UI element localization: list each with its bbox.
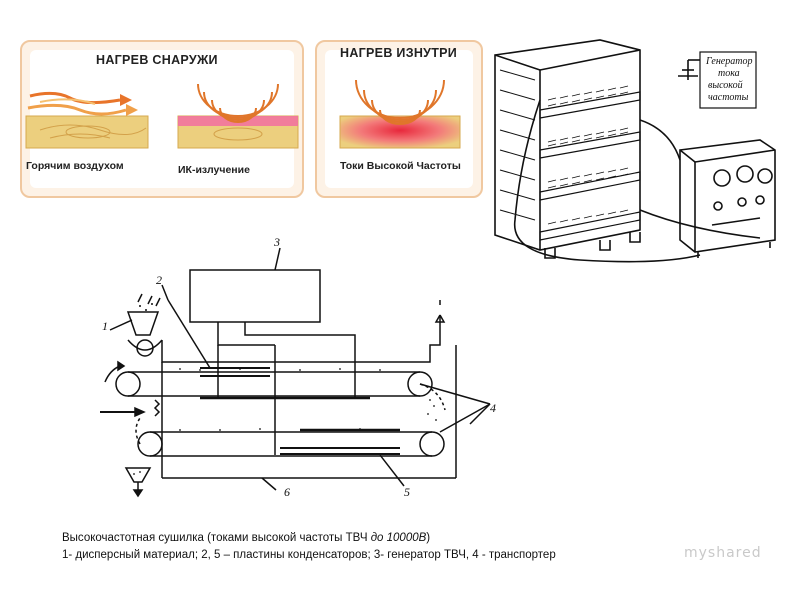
generator-label-line-2: тока [718,68,740,79]
caption-line-1-end: ) [426,532,431,544]
label-number-2: 2 [156,273,162,287]
label-number-6: 6 [284,485,290,499]
label-number-5: 5 [404,485,410,499]
label-number-3: 3 [273,235,280,249]
generator-label-line-4: частоты [708,92,749,103]
label-number-4: 4 [490,401,496,415]
hf-current-label: Токи Высокой Частоты [340,160,461,172]
ir-label: ИК-излучение [178,164,250,176]
caption-line-1: Высокочастотная сушилка (токами высокой … [62,530,430,546]
generator-label-line-3: высокой [708,80,743,91]
caption-line-1-voltage: до 10000В [370,532,427,544]
label-number-1: 1 [102,319,108,333]
heating-outside-title: НАГРЕВ СНАРУЖИ [96,53,218,67]
caption-line-2: 1- дисперсный материал; 2, 5 – пластины … [62,549,556,561]
generator-label-line-1: Генератор [705,56,752,67]
heating-inside-title: НАГРЕВ ИЗНУТРИ [340,46,458,60]
watermark: myshared [684,545,762,561]
hot-air-label: Горячим воздухом [26,160,124,172]
caption-line-1-main: Высокочастотная сушилка (токами высокой … [62,532,371,544]
